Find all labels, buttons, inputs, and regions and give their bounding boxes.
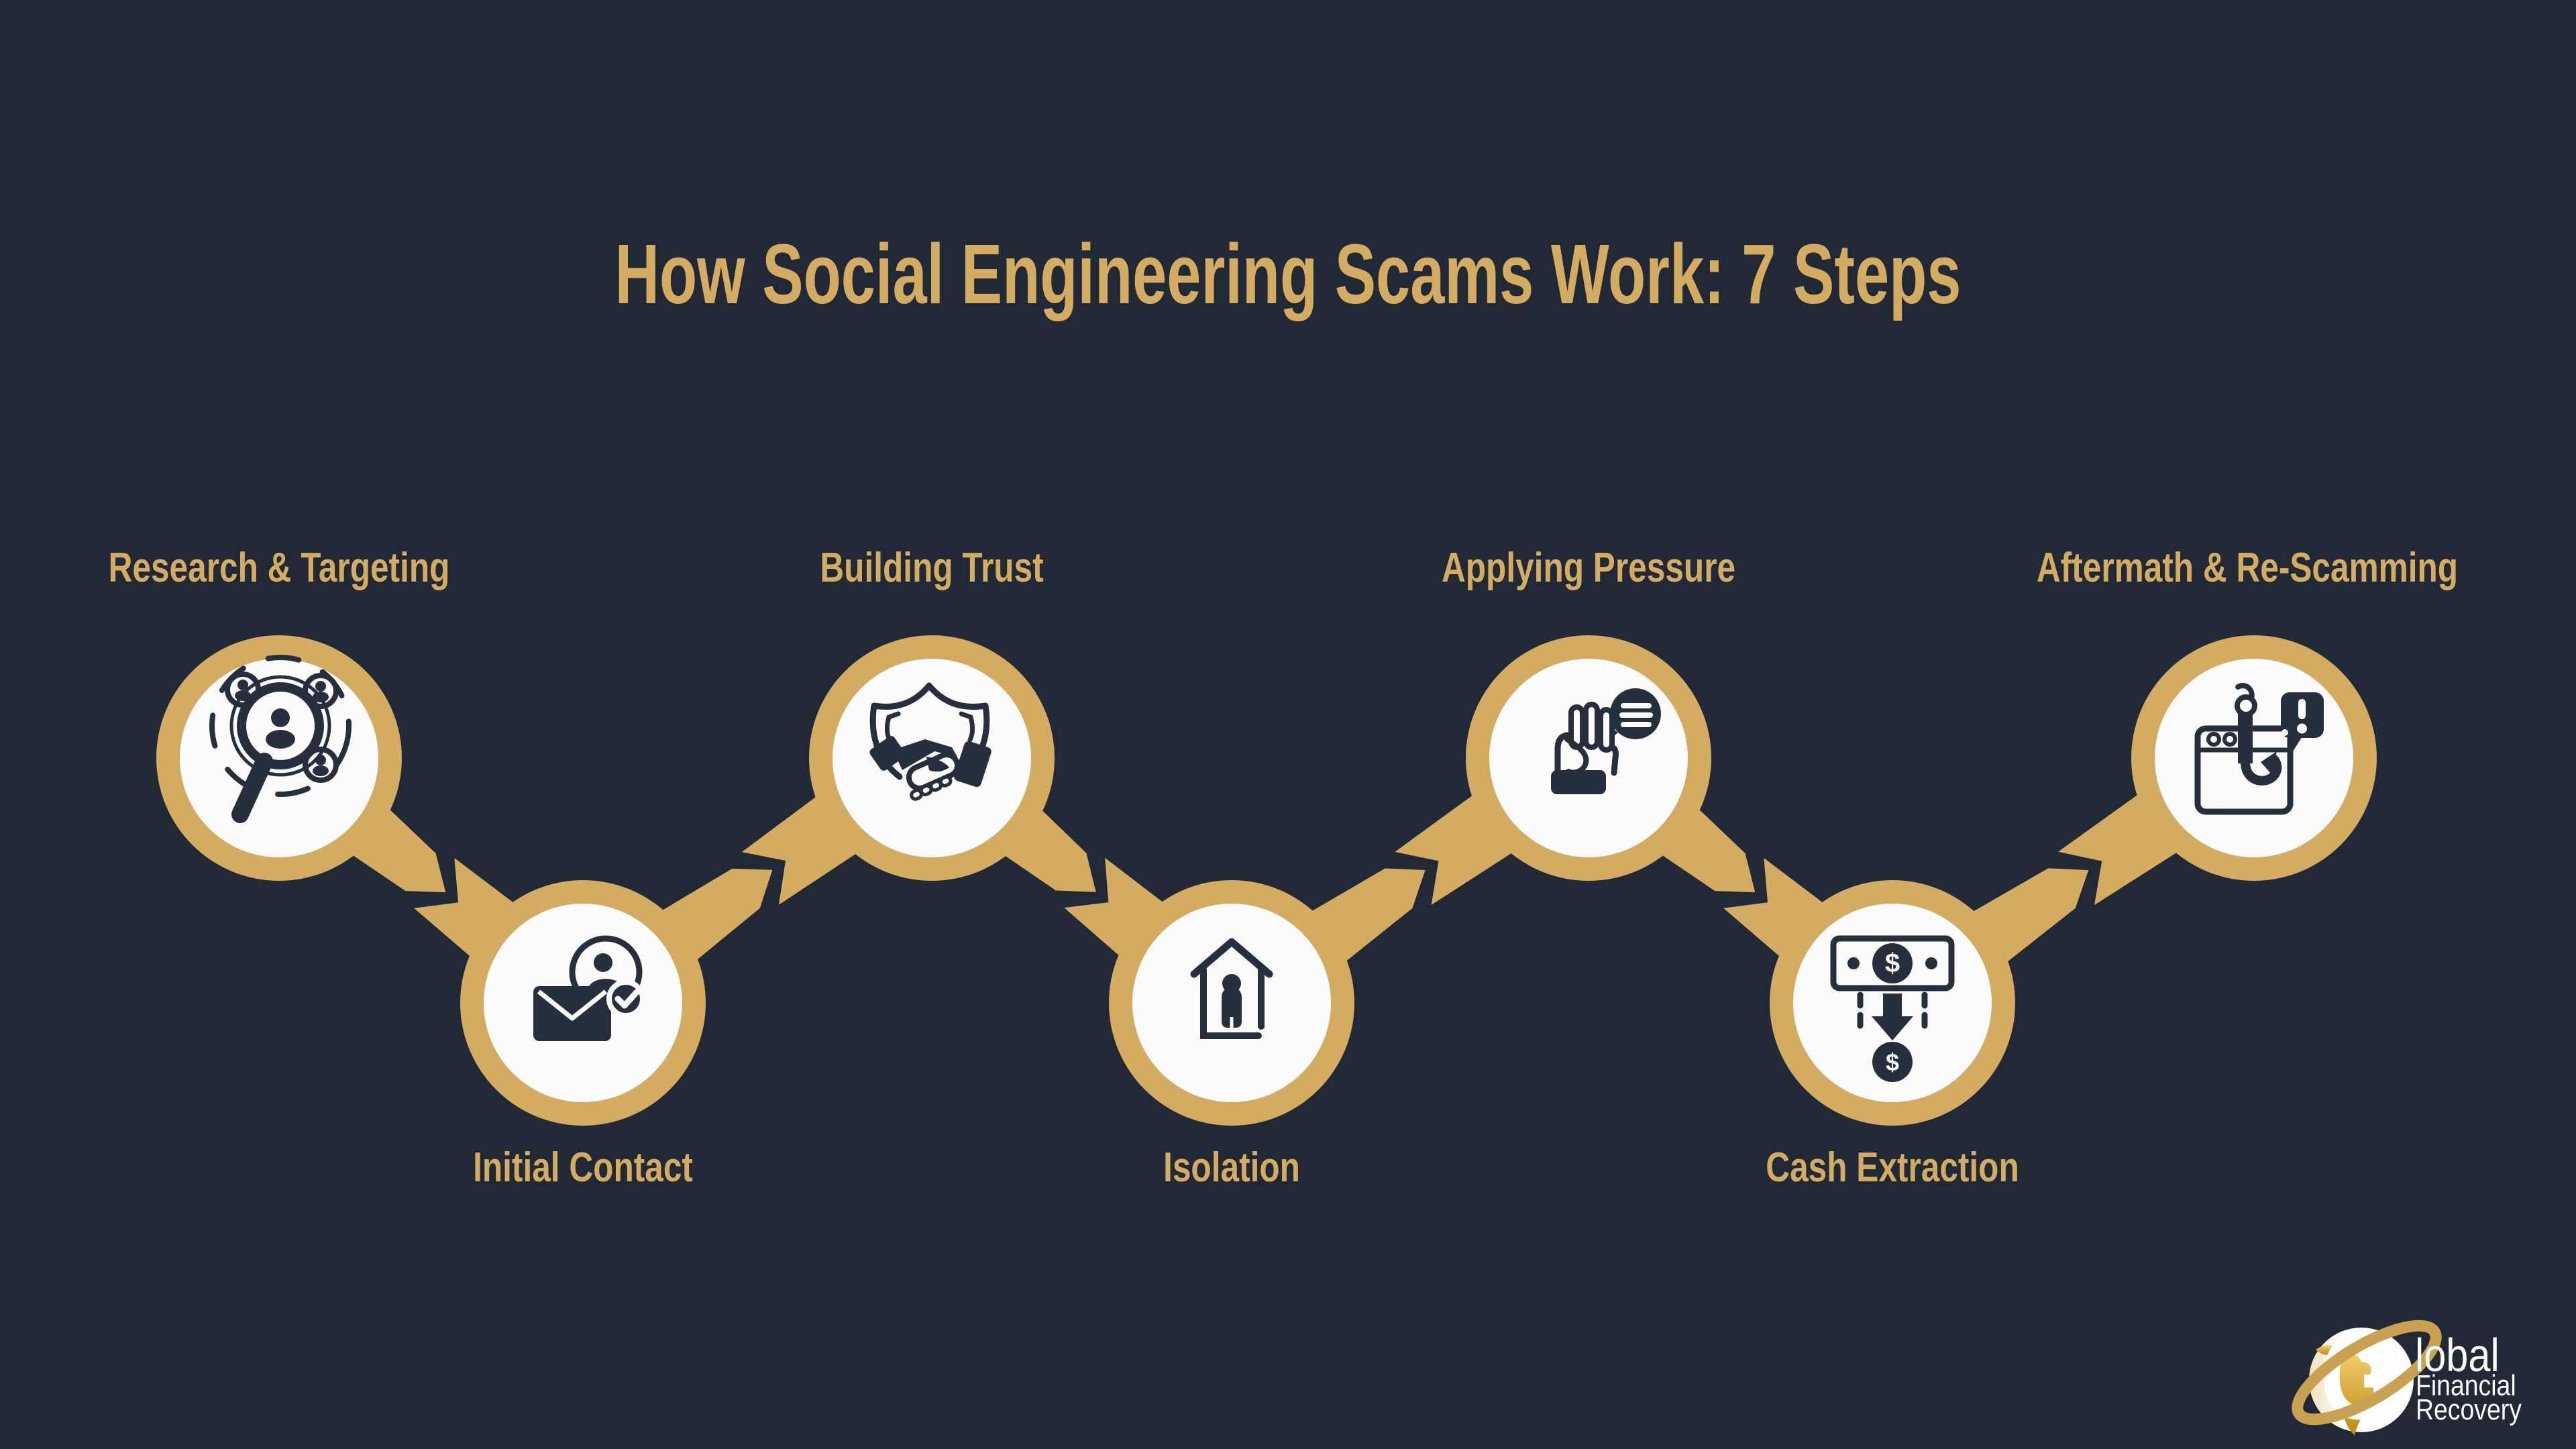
- step-label-building-trust: Building Trust: [820, 544, 1043, 591]
- isolation-icon: [1190, 938, 1273, 1039]
- svg-text:$: $: [1886, 1049, 1899, 1076]
- down-arrow: [1872, 994, 1913, 1040]
- finger: [1598, 707, 1615, 753]
- step-circle-face: [2155, 659, 2353, 857]
- step-label-applying-pressure: Applying Pressure: [1442, 544, 1735, 591]
- hook-bend: [2241, 755, 2282, 786]
- step-isolation: [1109, 880, 1354, 1126]
- initial-contact-icon: [533, 935, 645, 1041]
- fist-cuff: [1551, 770, 1606, 794]
- magnifier-outer-ring: [229, 675, 331, 777]
- step-research-targeting: [156, 635, 402, 881]
- house-walls: [1200, 967, 1265, 1039]
- aftermath-rescamming-icon: [2194, 683, 2324, 815]
- hook-barb: [2261, 751, 2277, 774]
- step-label-research-targeting: Research & Targeting: [109, 544, 450, 591]
- page-title: How Social Engineering Scams Work: 7 Ste…: [615, 227, 1962, 321]
- banknote: [1830, 935, 1955, 991]
- building-trust-icon: [869, 682, 991, 802]
- brand-logo: G lobal Financial Recovery: [2292, 1309, 2522, 1445]
- handshake-left-sleeve: [869, 736, 906, 771]
- knuckles: [908, 775, 953, 802]
- magnifier-handle: [231, 753, 273, 823]
- handshake-right-sleeve: [954, 741, 991, 788]
- person-body: [1222, 987, 1242, 1028]
- step-labels: Research & Targeting Initial Contact Bui…: [109, 544, 2459, 1191]
- research-targeting-icon: [209, 655, 352, 823]
- step-label-isolation: Isolation: [1163, 1144, 1300, 1191]
- check-badge: [606, 979, 645, 1018]
- mini-avatar: [303, 747, 339, 783]
- logo-line2: Financial: [2416, 1368, 2516, 1402]
- handshake-thumb: [926, 757, 949, 772]
- step-aftermath-rescamming: [2131, 635, 2377, 881]
- applying-pressure-icon: [1551, 688, 1661, 794]
- logo-ring-swoosh: [2292, 1320, 2442, 1426]
- finger: [1583, 702, 1600, 750]
- logo-word-rest: lobal: [2415, 1328, 2500, 1381]
- handshake-left-arm: [893, 739, 957, 770]
- globe-continent: [2332, 1352, 2374, 1436]
- target-person-head: [271, 708, 290, 727]
- step-cash-extraction: $ $: [1770, 880, 2015, 1126]
- step-circles: $ $: [156, 635, 2377, 1126]
- step-applying-pressure: [1466, 635, 1711, 881]
- logo-line3: Recovery: [2416, 1393, 2522, 1426]
- house-roof: [1190, 938, 1273, 978]
- step-building-trust: [809, 635, 1055, 881]
- step-label-initial-contact: Initial Contact: [473, 1144, 693, 1191]
- svg-text:$: $: [1885, 949, 1900, 978]
- coin: [1872, 1042, 1913, 1082]
- target-person-body: [266, 730, 295, 749]
- step-initial-contact: [460, 880, 706, 1126]
- step-label-aftermath-rescamming: Aftermath & Re-Scamming: [2037, 544, 2458, 591]
- step-label-cash-extraction: Cash Extraction: [1766, 1144, 2019, 1191]
- cash-extraction-icon: $ $: [1830, 935, 1955, 1082]
